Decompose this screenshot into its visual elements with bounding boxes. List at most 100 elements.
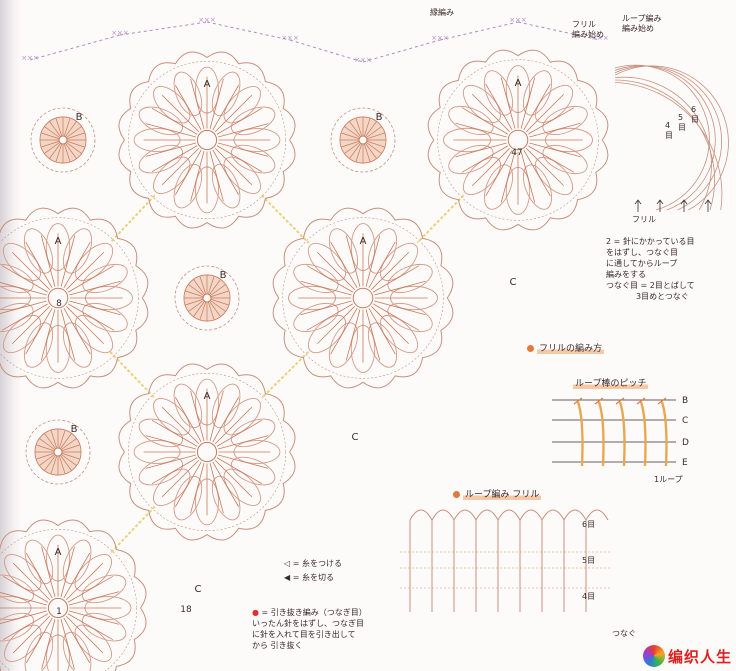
loop-hook	[636, 397, 646, 405]
motif-label: B	[71, 424, 78, 435]
corner-c-label: C	[195, 584, 202, 595]
loop-arch	[475, 509, 499, 612]
frill-row-number: 4	[665, 121, 670, 130]
motif-stem	[67, 303, 115, 331]
motif-stem	[455, 122, 507, 138]
loop-frill-title: ループ編み フリル	[453, 487, 542, 500]
motif-a-1: A	[427, 49, 609, 231]
motif-stem	[65, 562, 104, 601]
motif-stem	[209, 390, 224, 441]
motif-stem	[306, 303, 354, 331]
book-spine-shadow	[0, 0, 22, 671]
motif-center	[47, 597, 69, 619]
motif-stem	[209, 151, 224, 202]
motif-stem	[212, 149, 240, 196]
motif-stem	[145, 435, 196, 450]
motif-petal	[367, 322, 398, 368]
watermark-text: 编织人生	[667, 647, 732, 666]
join-label: つなぐ	[612, 629, 636, 638]
round-label: 4目	[582, 592, 595, 601]
motif-stem	[63, 552, 91, 599]
motif-center	[507, 129, 529, 151]
motif-a-0: A	[118, 51, 296, 229]
loop-start-label: ループ編み 編み始め	[622, 14, 662, 34]
motif-outer-scallop	[0, 519, 147, 671]
chain-x-mark: ×××	[354, 56, 372, 64]
join-note-line3: に通してからループ	[606, 259, 678, 268]
motif-stem	[316, 306, 355, 345]
motif-number: 18	[180, 605, 192, 615]
join-note-line4: 編みをする	[606, 270, 646, 279]
motif-label: B	[376, 112, 383, 123]
motif-stem	[60, 619, 75, 670]
motif-petal	[24, 539, 54, 585]
motif-stem	[145, 123, 196, 138]
motif-petal	[211, 475, 241, 521]
motif-stem	[66, 251, 105, 290]
motif-petal	[138, 418, 184, 448]
motif-stem	[374, 280, 426, 296]
motif-stem	[174, 84, 202, 131]
motif-stem	[368, 307, 396, 355]
motif-petal	[62, 631, 92, 671]
motif-stem	[190, 78, 205, 129]
motif-stem	[212, 461, 240, 508]
motif-stem	[372, 265, 420, 293]
loop-arch	[431, 509, 455, 612]
motif-petal	[230, 418, 276, 448]
motif-center	[196, 441, 218, 463]
motif-stem	[63, 307, 91, 355]
loop-hook	[573, 397, 583, 405]
loop-arch	[519, 509, 543, 612]
motif-stem	[69, 280, 121, 296]
motif-stem	[67, 575, 114, 603]
loop-arch	[497, 509, 521, 612]
legend-slip-line4: から 引き抜く	[252, 641, 303, 650]
joining-chain	[416, 194, 465, 244]
motif-label: A	[204, 391, 211, 402]
motif-b-8: B	[174, 265, 240, 331]
motif-stem	[371, 251, 410, 290]
edge-chain	[362, 39, 441, 63]
joining-chain	[260, 194, 310, 244]
motif-number: 8	[56, 299, 62, 309]
motif-stem	[151, 107, 198, 135]
motif-petal	[211, 383, 241, 429]
edge-chain	[119, 21, 208, 36]
motif-stem	[372, 303, 420, 331]
motif-stem	[12, 615, 51, 654]
motif-stem	[214, 94, 253, 133]
motif-stem	[520, 77, 536, 129]
motif-stem	[161, 94, 200, 133]
watermark-logo: 编织人生	[642, 645, 732, 667]
motif-stem	[214, 406, 253, 445]
frill-title: フリルの編み方	[527, 341, 605, 354]
motif-stem	[40, 235, 56, 287]
motif-stem	[25, 241, 53, 289]
loop-hook	[657, 397, 667, 405]
motif-stem	[527, 107, 575, 135]
motif-stem	[12, 562, 51, 601]
motif-number: 47	[511, 148, 522, 158]
motif-stem	[523, 149, 551, 197]
motif-stem	[306, 265, 354, 293]
motif-petal	[367, 228, 398, 274]
motif-petal	[328, 322, 359, 368]
loop-arch	[563, 509, 587, 612]
motif-stem	[67, 265, 115, 293]
motif-petal	[0, 302, 34, 333]
corner-c-label: C	[510, 277, 517, 288]
motif-stem	[190, 390, 205, 441]
frill-up-arrow	[656, 199, 664, 212]
motif-b-7: B	[330, 107, 396, 173]
join-note: 2 = 針にかかっている目 をはずし、つなぐ目 に通してからループ 編みをする …	[606, 236, 695, 302]
pitch-row-label: C	[682, 416, 688, 426]
motif-petal	[542, 144, 588, 175]
motif-stem	[65, 615, 104, 654]
chain-x-mark: ×××	[111, 29, 129, 37]
motif-petal	[211, 71, 241, 117]
frill-row-unit: 目	[691, 115, 699, 124]
joining-chain	[260, 351, 310, 399]
motif-petal	[483, 70, 514, 116]
motif-petal	[62, 228, 93, 274]
